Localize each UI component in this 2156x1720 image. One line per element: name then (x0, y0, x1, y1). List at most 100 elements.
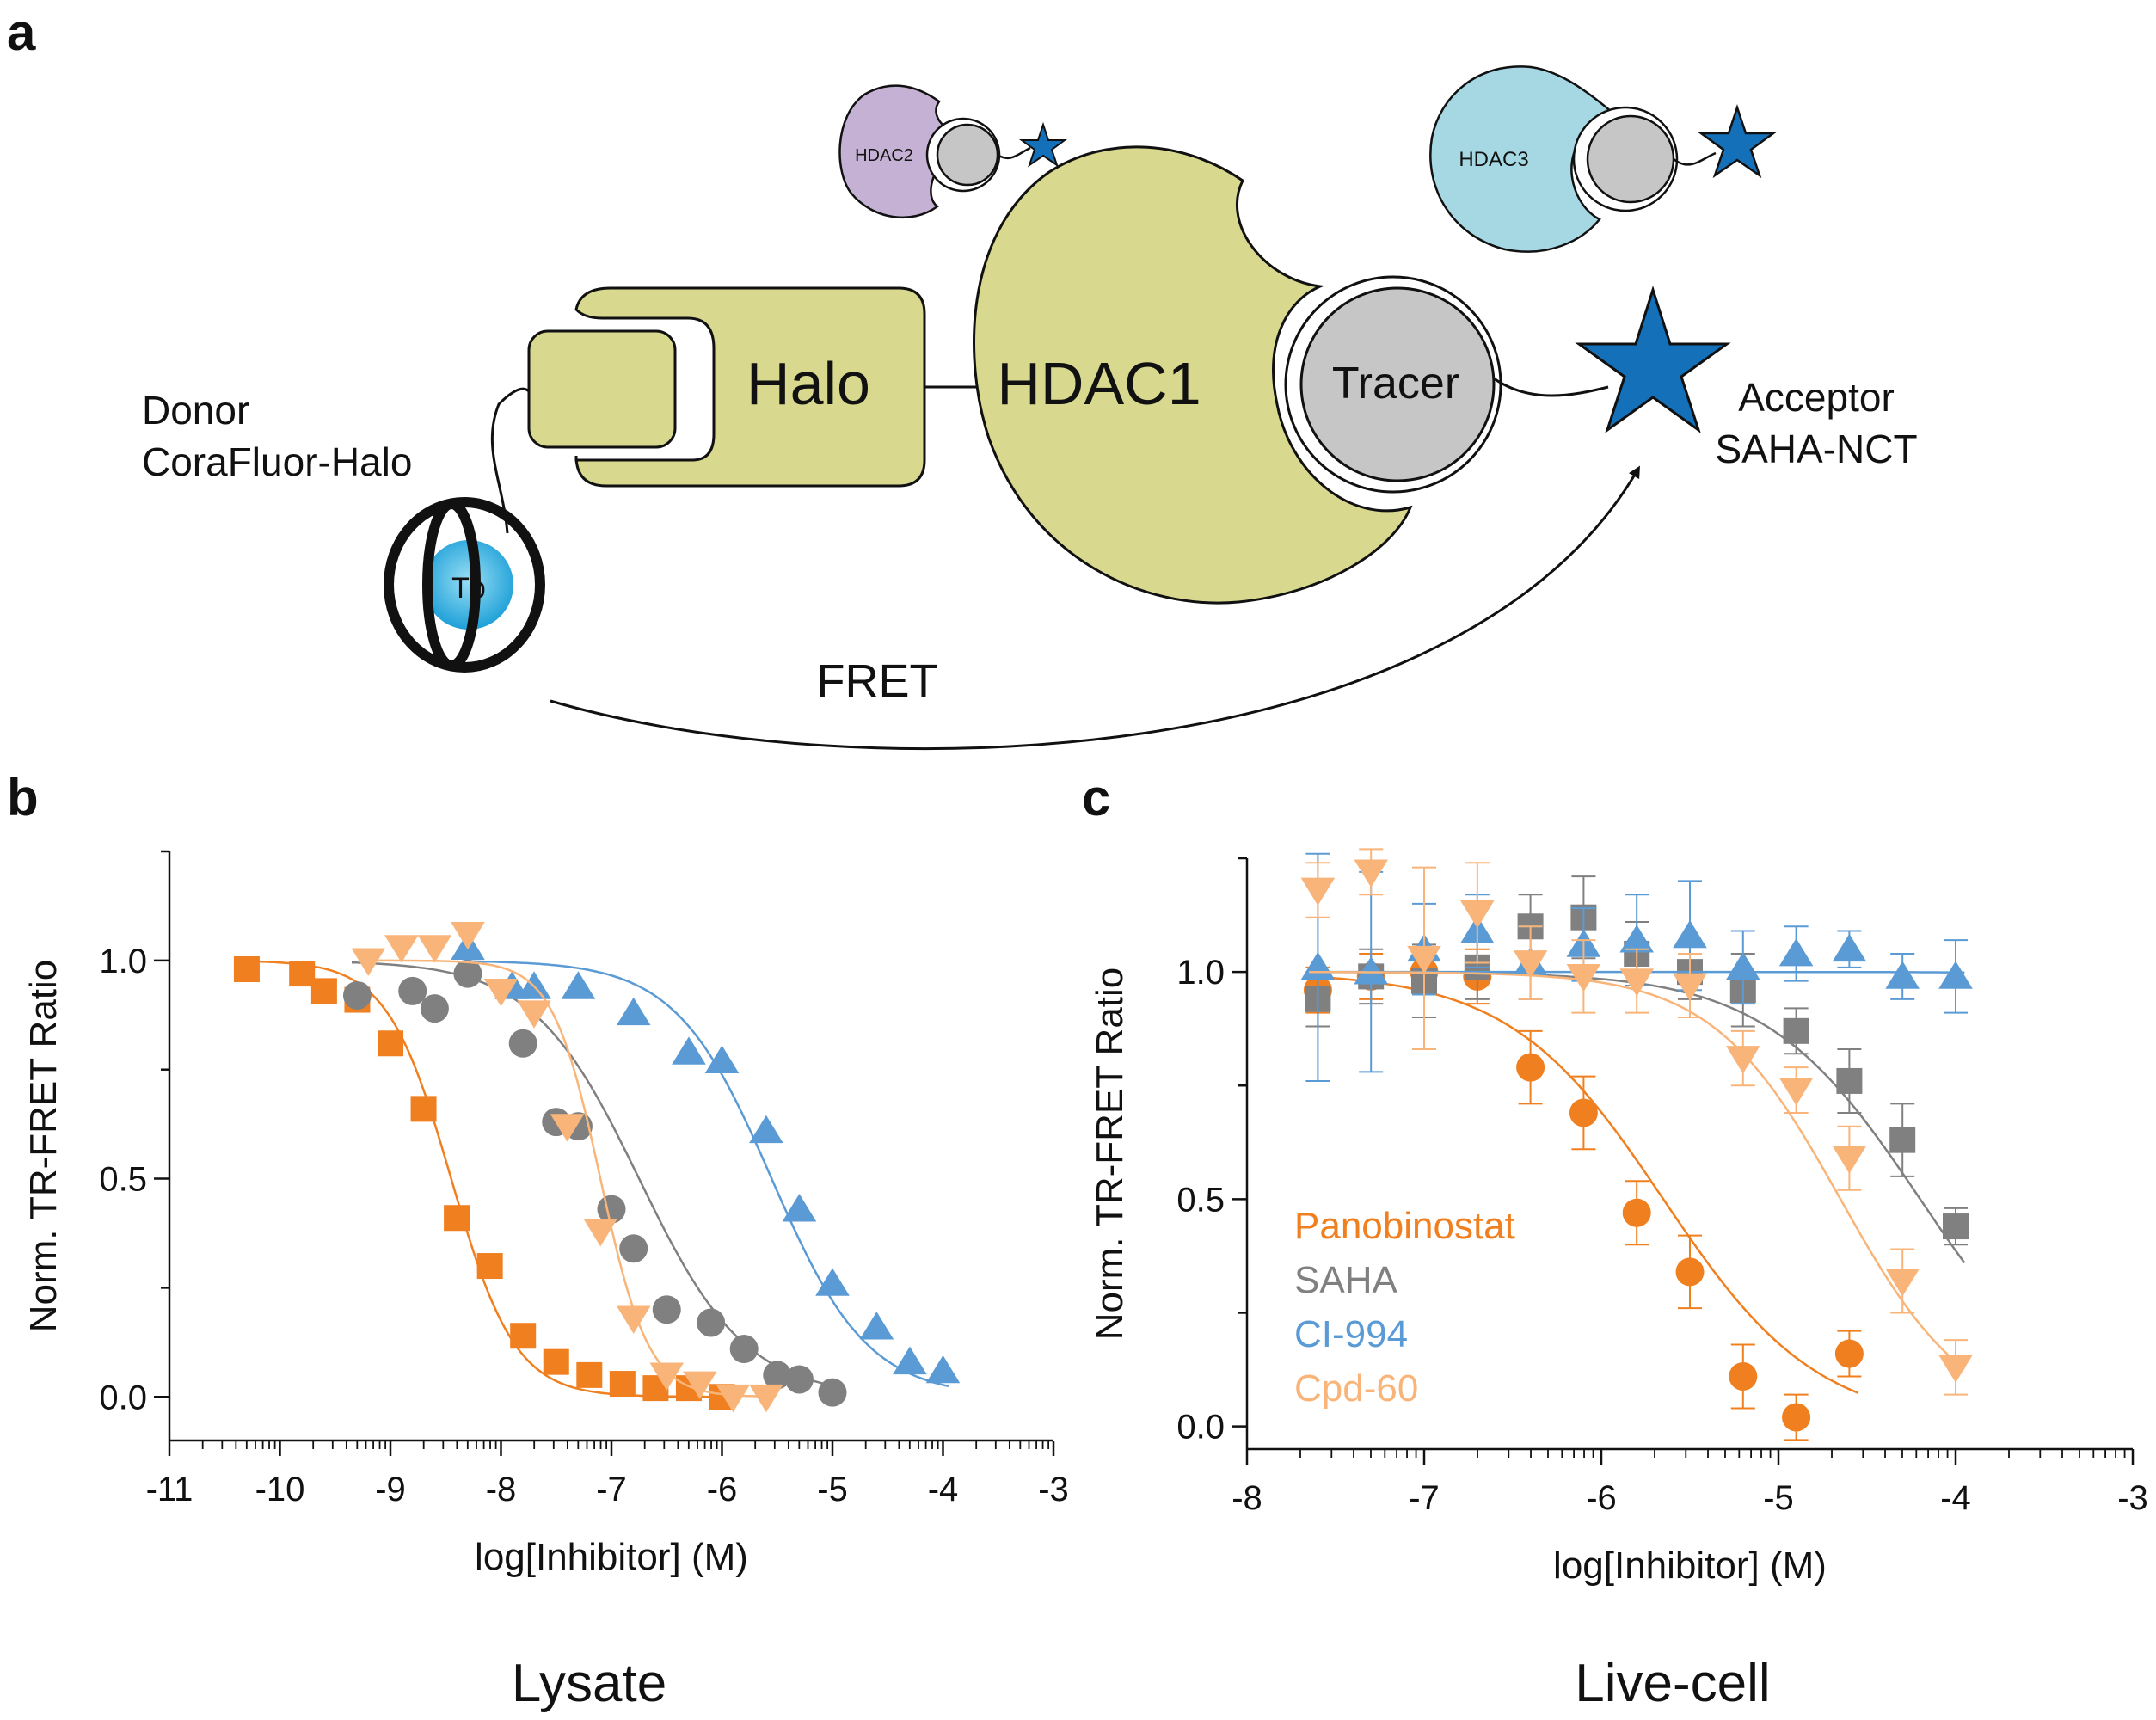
hdac2-star-icon (1018, 121, 1068, 168)
y-axis-label: Norm. TR-FRET Ratio (1089, 968, 1131, 1341)
fit-curve-saha (351, 961, 838, 1388)
series-cpd-60 (351, 922, 783, 1413)
panel-label-a: a (7, 3, 36, 61)
data-point-panobinostat (609, 1371, 636, 1398)
data-point-saha (818, 1378, 847, 1407)
data-point-ci-994 (1619, 924, 1654, 953)
data-point-ci-994 (815, 1268, 850, 1296)
donor-linker (490, 387, 531, 534)
data-point-cpd-60 (1619, 968, 1654, 997)
hdac3-star-icon (1698, 104, 1777, 179)
tracer-star-linker (1493, 377, 1609, 397)
panel-label-c: c (1082, 769, 1110, 826)
tb-cage-inner-ring (422, 499, 481, 671)
data-point-saha (729, 1334, 759, 1363)
data-point-panobinostat (1569, 1098, 1598, 1127)
data-point-panobinostat (410, 1096, 437, 1122)
data-point-saha (1783, 1017, 1809, 1044)
data-point-ci-994 (1938, 961, 1973, 989)
data-point-panobinostat (1729, 1361, 1758, 1391)
data-point-panobinostat (510, 1323, 537, 1349)
tb-cage-outer-ring (384, 497, 545, 673)
data-point-cpd-60 (1832, 1146, 1867, 1174)
data-point-saha (398, 976, 427, 1005)
data-point-cpd-60 (384, 935, 419, 963)
series-saha (342, 959, 847, 1407)
fret-arrow (550, 465, 1641, 751)
hdac2-label: HDAC2 (855, 146, 913, 165)
data-point-panobinostat (233, 956, 260, 982)
x-axis-label: log[Inhibitor] (M) (1553, 1545, 1827, 1587)
hdac2: HDAC2 (838, 84, 1068, 219)
y-tick-label: 0.0 (1176, 1409, 1225, 1447)
data-point-saha (784, 1365, 814, 1394)
fit-curve-ci-994 (462, 960, 949, 1388)
hdac1: HDAC1 (973, 145, 1413, 605)
acceptor-name: SAHA-NCT (1715, 427, 1917, 471)
x-tick-label: -9 (375, 1471, 406, 1508)
data-point-panobinostat (1834, 1339, 1864, 1368)
data-point-cpd-60 (1300, 877, 1336, 906)
data-point-cpd-60 (683, 1371, 717, 1400)
data-point-cpd-60 (1885, 1268, 1920, 1297)
x-tick-label: -11 (146, 1471, 193, 1508)
hdac2-tracer (936, 123, 999, 187)
x-tick-label: -3 (2117, 1479, 2148, 1517)
hdac1-label: HDAC1 (997, 350, 1201, 417)
data-point-ci-994 (1300, 951, 1336, 980)
y-axis-label: Norm. TR-FRET Ratio (22, 960, 64, 1333)
data-point-cpd-60 (749, 1384, 783, 1413)
legend-item-ci-994: CI-994 (1294, 1313, 1408, 1355)
chart-b-title: Lysate (512, 1654, 666, 1713)
donor-name: CoraFluor-Halo (142, 439, 412, 484)
data-point-panobinostat (310, 978, 337, 1004)
data-point-panobinostat (476, 1253, 503, 1280)
data-point-saha (652, 1295, 681, 1324)
halo-label: Halo (746, 350, 870, 417)
x-tick-label: -7 (1409, 1479, 1440, 1517)
data-point-ci-994 (893, 1346, 927, 1375)
data-point-saha (619, 1234, 648, 1263)
data-point-saha (1836, 1067, 1863, 1094)
data-point-cpd-60 (517, 1000, 551, 1029)
hdac3-linker (1673, 151, 1717, 166)
data-point-cpd-60 (417, 935, 452, 963)
data-point-cpd-60 (649, 1362, 685, 1391)
hdac3: HDAC3 (1429, 65, 1777, 253)
x-tick-label: -4 (928, 1471, 959, 1508)
acceptor-star-icon (1575, 286, 1731, 433)
tracer-body (1299, 286, 1496, 482)
data-point-ci-994 (561, 971, 596, 999)
data-point-panobinostat (576, 1361, 603, 1388)
data-point-ci-994 (925, 1354, 961, 1384)
data-point-ci-994 (616, 997, 651, 1026)
data-point-cpd-60 (1513, 950, 1548, 979)
data-point-ci-994 (749, 1115, 783, 1144)
x-tick-label: -5 (817, 1471, 848, 1508)
data-point-saha (697, 1308, 726, 1337)
y-tick-label: 1.0 (1176, 954, 1225, 992)
x-tick-label: -10 (255, 1471, 305, 1508)
data-point-ci-994 (704, 1045, 740, 1073)
data-point-saha (1943, 1213, 1969, 1240)
data-point-cpd-60 (1778, 1078, 1814, 1106)
data-point-panobinostat (1675, 1257, 1705, 1287)
data-point-ci-994 (1354, 956, 1388, 985)
legend: Panobinostat SAHA CI-994 Cpd-60 (1294, 1205, 1515, 1410)
data-point-cpd-60 (1460, 900, 1495, 929)
data-point-ci-994 (1778, 937, 1814, 967)
x-tick-label: -8 (486, 1471, 517, 1508)
data-point-cpd-60 (1407, 945, 1441, 974)
data-point-panobinostat (1622, 1198, 1651, 1227)
legend-item-saha: SAHA (1294, 1259, 1397, 1301)
data-point-panobinostat (543, 1348, 569, 1375)
tb-label: Tb (451, 572, 486, 605)
data-point-saha (453, 959, 482, 988)
panel-label-b: b (7, 769, 39, 826)
series-panobinostat (233, 956, 735, 1410)
tracer: Tracer (1284, 275, 1502, 494)
x-tick-label: -3 (1038, 1471, 1069, 1508)
data-point-cpd-60 (616, 1305, 651, 1334)
